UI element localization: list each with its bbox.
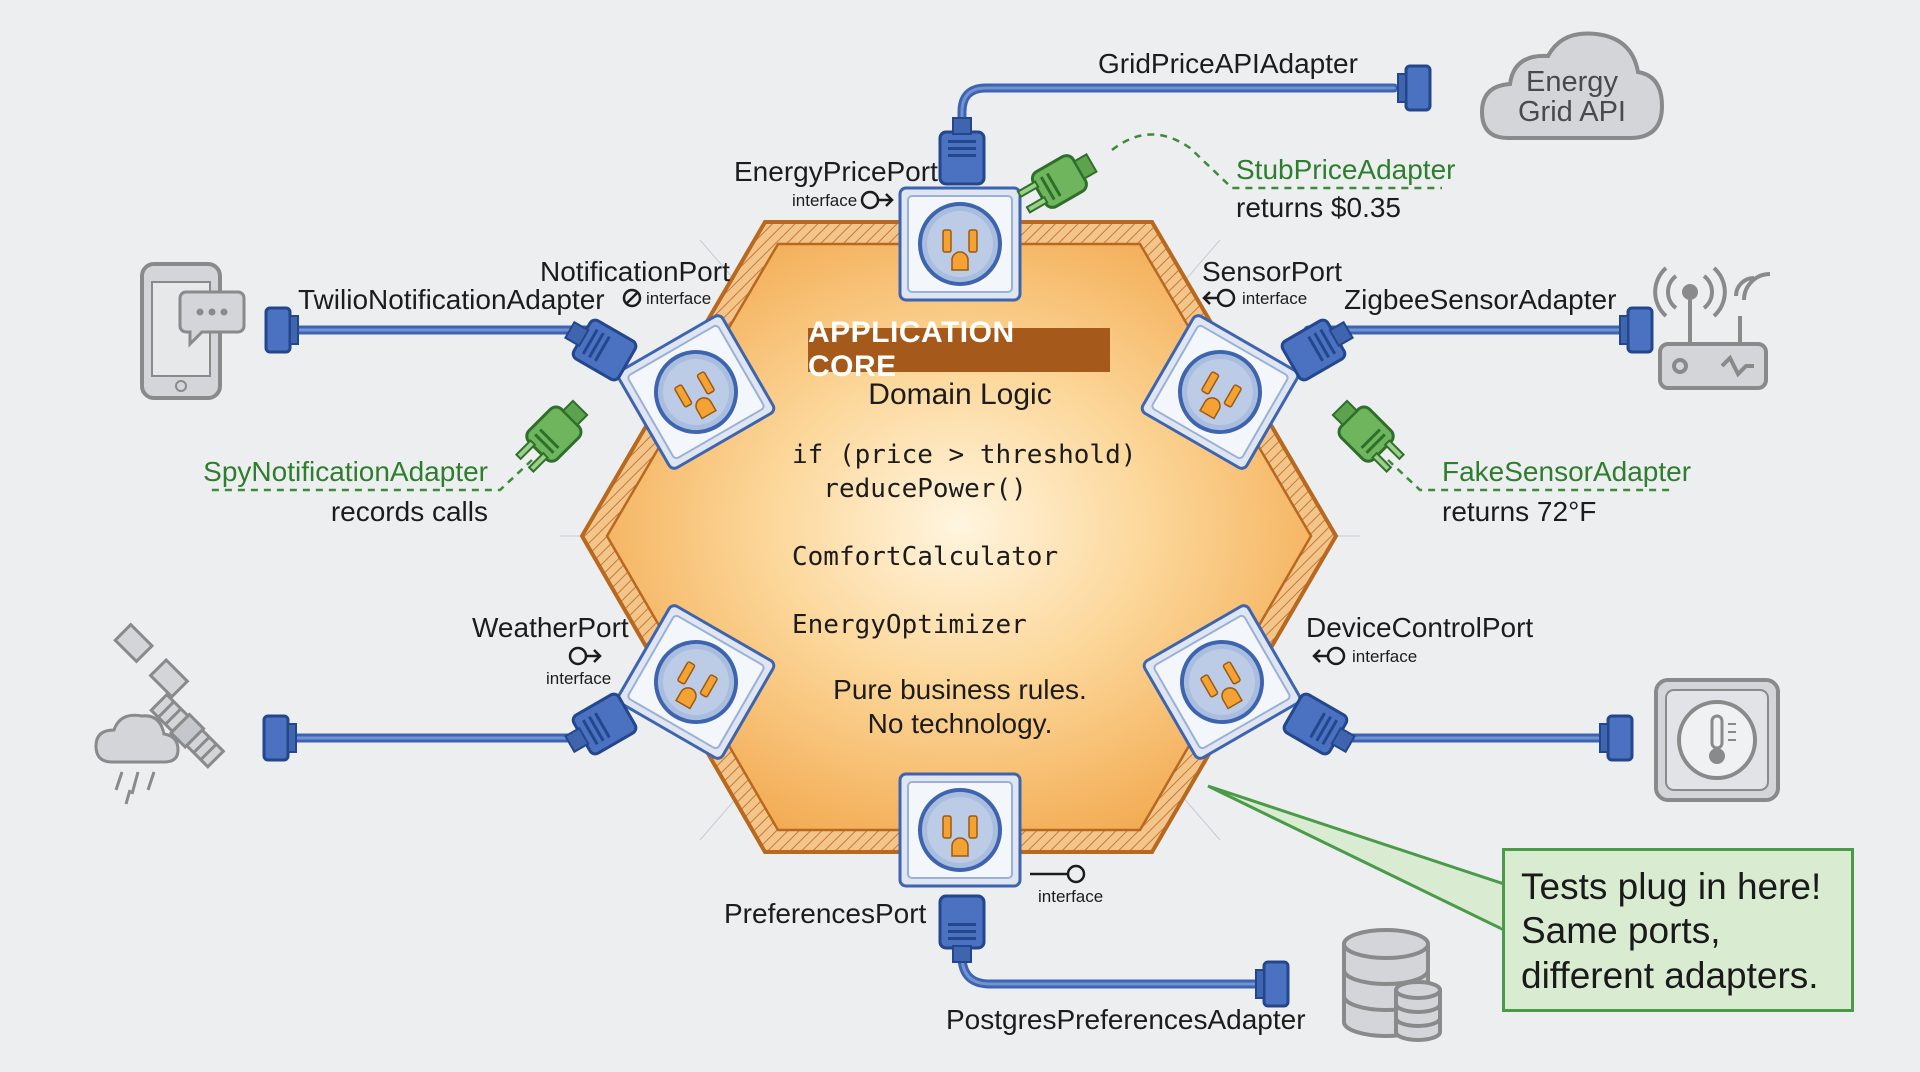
callout-line1: Tests plug in here! [1521,866,1822,907]
thermostat-icon [1654,678,1780,802]
preferences-port-label: PreferencesPort [724,898,927,929]
preferences-port-socket-icon [898,772,1022,888]
callout-line3: different adapters. [1521,954,1819,996]
stub-price-test-plug-icon [1012,144,1103,221]
application-core-title: APPLICATION CORE [808,316,1110,383]
router-icon [1653,266,1771,390]
energy-price-port-socket-icon [898,186,1022,302]
postgres-adapter-label: PostgresPreferencesAdapter [946,1004,1306,1035]
zigbee-adapter-label: ZigbeeSensorAdapter [1344,284,1617,315]
energy-price-port-label: EnergyPricePort [734,156,938,187]
tests-callout-box: Tests plug in here! Same ports, differen… [1502,848,1854,1012]
application-core-hexagon [579,220,1339,854]
fake-sensor-adapter-label: FakeSensorAdapter [1442,456,1692,487]
device-control-port-tag: interface [1352,647,1418,666]
twilio-end-plug-icon [264,306,300,354]
code-action-line: reducePower() [792,474,1027,504]
fake-sensor-adapter-note: returns 72°F [1442,496,1597,527]
notification-port-label: NotificationPort [540,256,730,287]
grid-price-adapter-label: GridPriceAPIAdapter [1098,48,1358,79]
postgres-end-plug-icon [1254,960,1290,1008]
code-condition-line: if (price > threshold) [792,440,1137,470]
spy-notification-test-plug-icon [509,392,596,479]
weather-port-label: WeatherPort [472,612,629,643]
satellite-weather-icon [94,622,226,805]
energy-price-port-tag: interface [792,191,858,210]
database-icon [1342,928,1442,1042]
fake-sensor-test-plug-icon [1324,392,1411,479]
cloud-label-line1: Energy [1526,66,1618,98]
cloud-label-line2: Grid API [1518,96,1626,128]
stub-price-adapter-label: StubPriceAdapter [1236,154,1456,185]
device-control-port-label: DeviceControlPort [1306,612,1534,643]
notification-port-tag: interface [646,289,712,308]
comfort-calculator-label: ComfortCalculator [792,542,1059,572]
preferences-port-tag: interface [1038,887,1104,906]
twilio-adapter-label: TwilioNotificationAdapter [298,284,605,315]
zigbee-end-plug-icon [1618,306,1654,354]
callout-pointer [1207,784,1507,933]
weather-port-tag: interface [546,669,612,688]
spy-notification-adapter-label: SpyNotificationAdapter [203,456,488,487]
sensor-port-tag: interface [1242,289,1308,308]
energy-price-plug-icon [938,116,986,186]
grid-api-end-plug-icon [1396,64,1432,112]
spy-notification-adapter-note: records calls [330,496,488,527]
domain-logic-label: Domain Logic [868,378,1052,411]
sensor-port-label: SensorPort [1202,256,1343,287]
phone-chat-icon [140,262,246,400]
device-end-plug-icon [1598,714,1634,762]
energy-optimizer-label: EnergyOptimizer [792,610,1027,640]
stub-price-adapter-note: returns $0.35 [1236,192,1401,223]
test-leader-lines [210,133,1672,492]
weather-end-plug-icon [262,714,298,762]
business-rules-line1: Pure business rules. [833,674,1087,705]
interface-lollipop-icon [568,190,1346,884]
cloud-icon [1479,31,1665,140]
preferences-plug-icon [938,894,986,964]
business-rules-line2: No technology. [867,708,1053,739]
callout-line2: Same ports, [1521,910,1721,952]
